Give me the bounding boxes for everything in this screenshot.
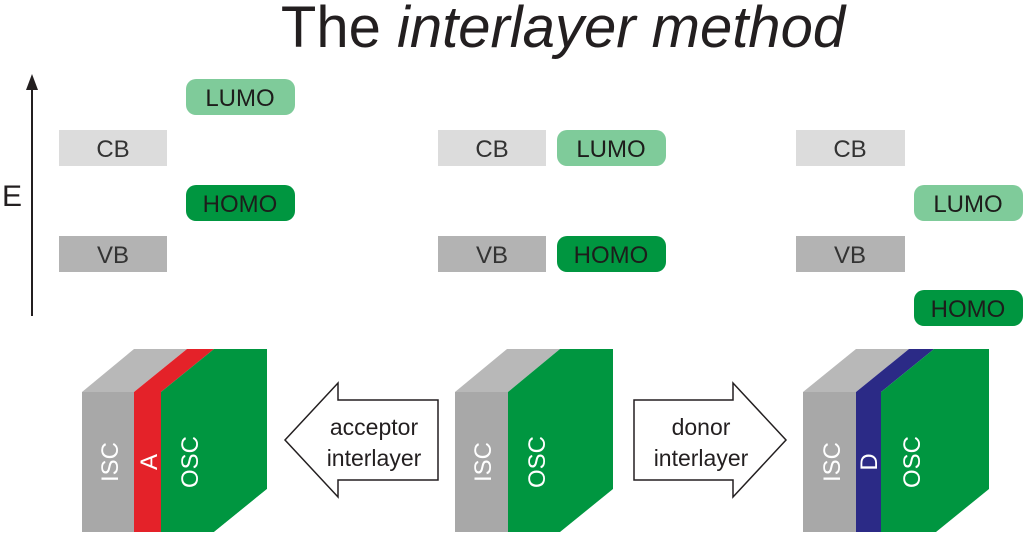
acceptor-arrow-line1: acceptor xyxy=(330,414,419,440)
donor-layer xyxy=(856,392,881,532)
vb-band xyxy=(796,236,905,272)
osc-label: OSC xyxy=(177,436,204,488)
lumo-label: LUMO xyxy=(205,85,274,112)
vb-band xyxy=(59,236,167,272)
homo-level xyxy=(557,236,666,272)
title-italic: interlayer method xyxy=(397,0,847,60)
donor-arrow: donor interlayer xyxy=(633,381,788,499)
cb-label: CB xyxy=(96,136,129,163)
acceptor-arrow-line2: interlayer xyxy=(327,445,422,471)
lumo-level xyxy=(186,79,295,115)
osc-corner-cut xyxy=(214,489,267,532)
energy-axis: E xyxy=(2,74,38,316)
homo-level xyxy=(186,185,295,221)
donor-top-face xyxy=(856,349,934,392)
lumo-level xyxy=(557,130,666,166)
level-diagram-center: CB VB LUMO HOMO xyxy=(438,130,666,272)
isc-layer xyxy=(82,392,134,532)
donor-arrow-line1: donor xyxy=(672,414,731,440)
stack-acceptor: ISC A OSC xyxy=(82,349,267,532)
isc-label: ISC xyxy=(97,442,124,482)
vb-label: VB xyxy=(834,242,866,269)
isc-top-face xyxy=(803,349,909,392)
isc-layer xyxy=(803,392,856,532)
homo-label: HOMO xyxy=(574,242,649,269)
isc-layer xyxy=(455,392,508,532)
osc-layer xyxy=(508,349,613,532)
osc-label: OSC xyxy=(524,436,551,488)
cb-band xyxy=(796,130,905,166)
isc-label: ISC xyxy=(819,442,846,482)
acceptor-layer xyxy=(134,392,161,532)
lumo-label: LUMO xyxy=(576,136,645,163)
vb-label: VB xyxy=(97,242,129,269)
isc-label: ISC xyxy=(470,442,497,482)
energy-axis-label: E xyxy=(2,180,22,213)
energy-axis-arrowhead-icon xyxy=(26,74,38,90)
cb-band xyxy=(59,130,167,166)
left-arrow-icon xyxy=(283,381,439,499)
diagram-title: The interlayer method xyxy=(281,0,847,60)
homo-label: HOMO xyxy=(203,191,278,218)
vb-band xyxy=(438,236,546,272)
level-diagram-after: CB VB LUMO HOMO xyxy=(796,130,1023,326)
isc-top-face xyxy=(82,349,187,392)
acceptor-label: A xyxy=(136,454,163,470)
cb-label: CB xyxy=(833,136,866,163)
osc-layer xyxy=(161,349,267,532)
donor-arrow-line2: interlayer xyxy=(654,445,749,471)
level-diagram-before: CB VB LUMO HOMO xyxy=(59,79,295,272)
donor-label: D xyxy=(856,453,883,470)
homo-label: HOMO xyxy=(931,296,1006,323)
acceptor-top-face xyxy=(134,349,214,392)
isc-top-face xyxy=(455,349,560,392)
cb-label: CB xyxy=(475,136,508,163)
osc-layer xyxy=(881,349,989,532)
stack-donor: ISC D OSC xyxy=(803,349,989,532)
stack-plain: ISC OSC xyxy=(455,349,613,532)
title-prefix: The xyxy=(281,0,381,60)
osc-label: OSC xyxy=(899,436,926,488)
acceptor-arrow: acceptor interlayer xyxy=(283,381,439,499)
homo-level xyxy=(914,290,1023,326)
lumo-label: LUMO xyxy=(933,191,1002,218)
cb-band xyxy=(438,130,546,166)
lumo-level xyxy=(914,185,1023,221)
right-arrow-icon xyxy=(633,381,788,499)
vb-label: VB xyxy=(476,242,508,269)
